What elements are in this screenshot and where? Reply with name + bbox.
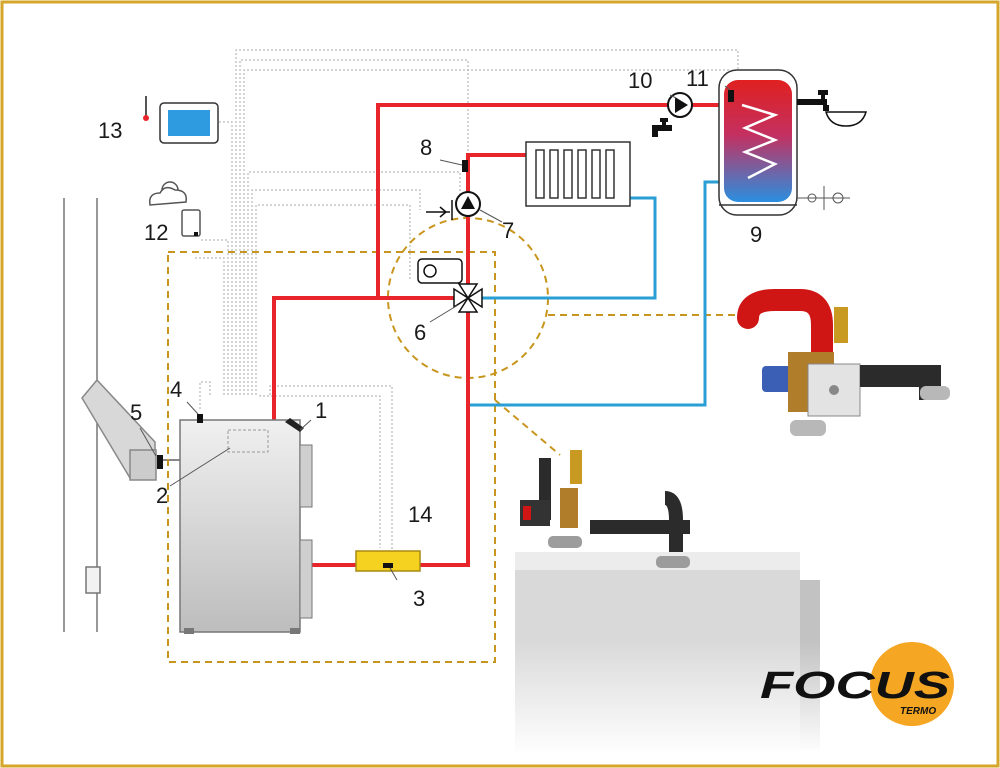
circulation-pump-icon xyxy=(426,191,481,220)
label-10: 10 xyxy=(628,68,652,93)
chimney xyxy=(63,198,157,632)
label-3: 3 xyxy=(413,586,425,611)
control-wiring xyxy=(195,49,739,552)
internal-controller xyxy=(227,429,269,453)
hot-water-tank-icon xyxy=(718,69,798,216)
fuel-feeder xyxy=(355,550,421,572)
label-13: 13 xyxy=(98,118,122,143)
heating-circuit-sensor xyxy=(462,160,468,172)
boiler-3d-render xyxy=(515,450,835,755)
label-5: 5 xyxy=(130,400,142,425)
label-4: 4 xyxy=(170,377,182,402)
label-12: 12 xyxy=(144,220,168,245)
dhw-pump-icon xyxy=(667,92,693,118)
flue-sensor xyxy=(157,455,163,469)
boiler-sensor xyxy=(197,414,203,423)
label-2: 2 xyxy=(156,483,168,508)
label-11: 11 xyxy=(686,66,709,91)
thermostat-panel-icon xyxy=(143,96,219,144)
boiler-zone-boundary xyxy=(167,251,496,663)
drain-faucet-icon xyxy=(652,118,672,137)
sink-icon xyxy=(825,111,867,127)
boiler xyxy=(179,414,313,634)
four-way-valve-icon xyxy=(453,283,483,313)
label-leaders xyxy=(139,85,731,581)
logo-sub-text: TERMO xyxy=(900,706,936,717)
outdoor-sensor-icon xyxy=(181,209,201,237)
radiator-icon xyxy=(525,141,631,207)
return-pipes xyxy=(470,180,720,407)
zoom-leader-down xyxy=(494,399,561,456)
label-9: 9 xyxy=(750,222,762,247)
valve-3d-render xyxy=(737,289,950,436)
supply-pipes xyxy=(272,103,720,567)
weather-cloud-sun-icon xyxy=(148,181,188,206)
feeder-sensor xyxy=(383,563,393,568)
valve-actuator xyxy=(417,258,463,284)
logo-main-text: FOCUS xyxy=(760,665,950,707)
label-14: 14 xyxy=(408,502,432,527)
faucet-icon xyxy=(797,90,829,111)
label-1: 1 xyxy=(315,398,327,423)
label-8: 8 xyxy=(420,135,432,160)
label-7: 7 xyxy=(502,218,514,243)
label-6: 6 xyxy=(414,320,426,345)
tank-safety-group xyxy=(797,186,850,210)
focus-termo-logo: FOCUS TERMO xyxy=(760,642,954,726)
